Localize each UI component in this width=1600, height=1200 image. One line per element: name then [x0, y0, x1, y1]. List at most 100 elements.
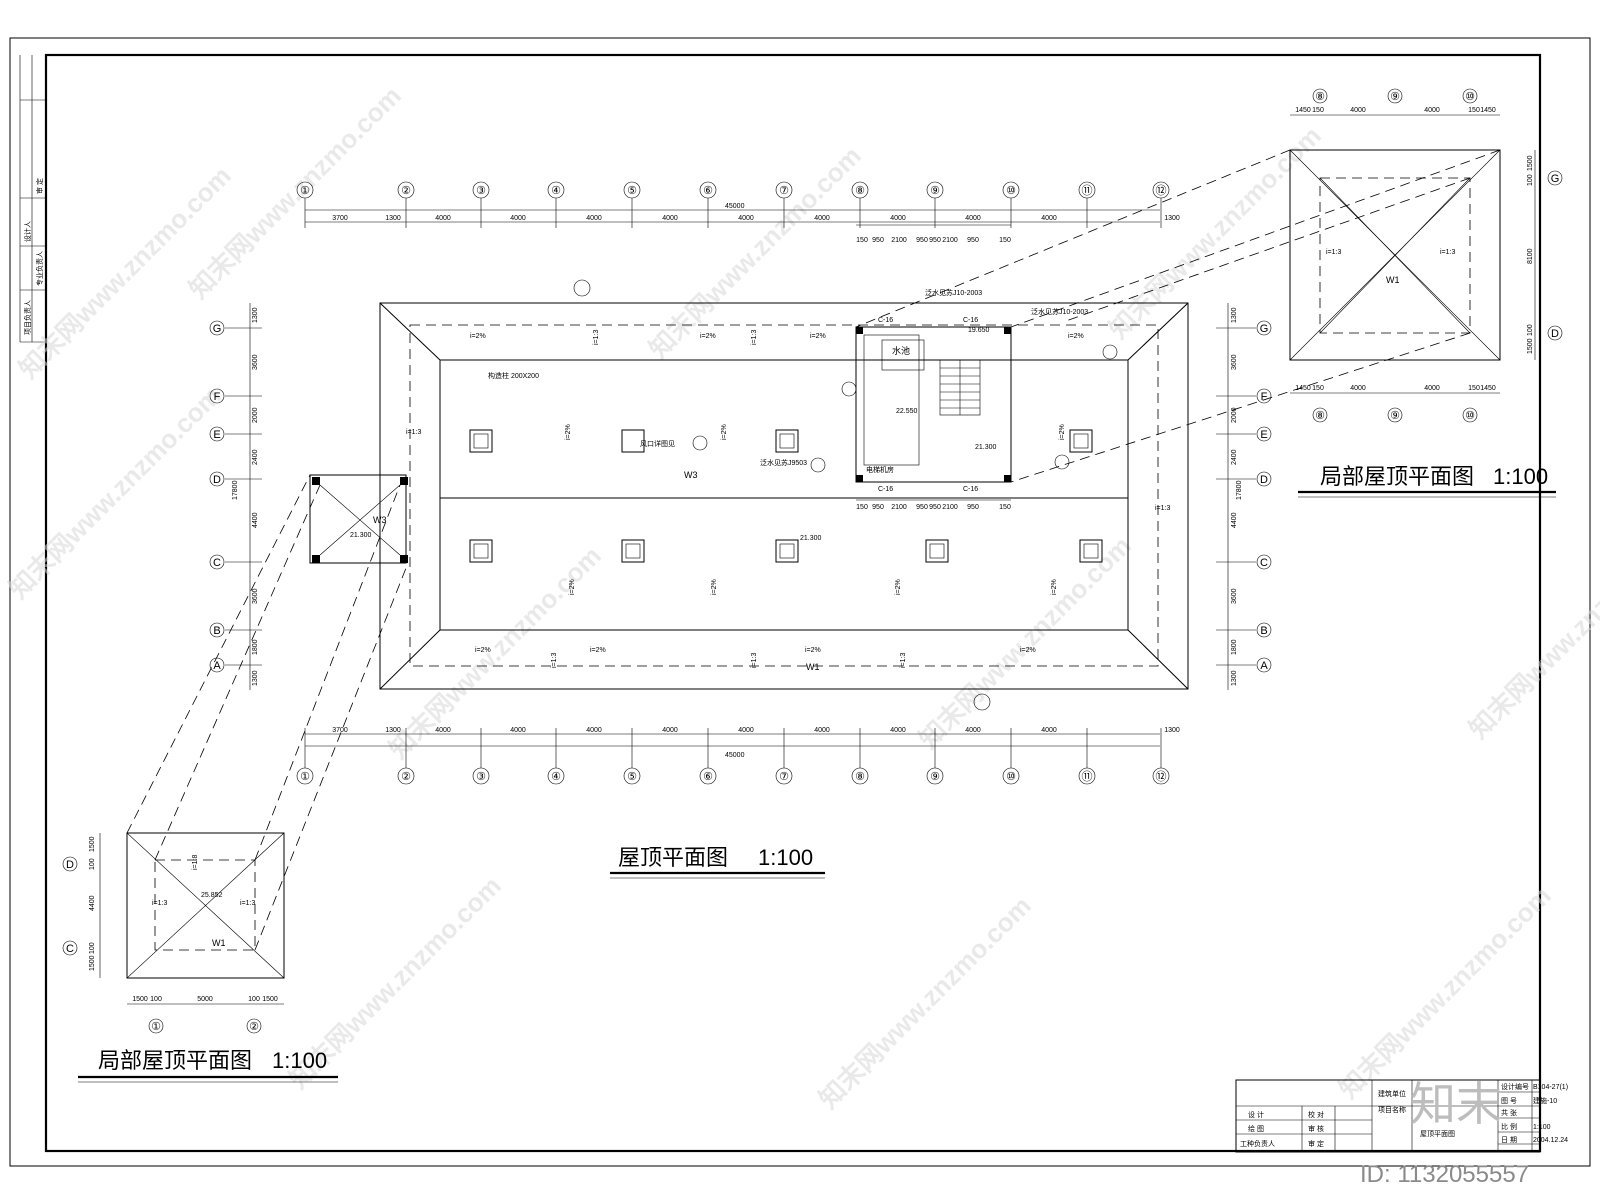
- axis-bubble: [1387, 88, 1403, 104]
- dim-value-top: 4000: [965, 215, 981, 222]
- detail-left-elev: 25.852: [201, 892, 223, 899]
- dim-overall-left: 17800: [232, 480, 239, 500]
- detail-right-title: 局部屋顶平面图: [1320, 464, 1474, 489]
- dim-value-right: 3600: [1231, 588, 1238, 604]
- vent: [775, 429, 799, 453]
- stair-dim-top: 950: [916, 237, 928, 244]
- title-block-check: 校 对: [1308, 1110, 1324, 1119]
- axis-bubble: [209, 554, 225, 570]
- axis-label: ⑩: [1006, 771, 1016, 783]
- side-strip: [19, 55, 46, 343]
- slope-label-1to3: i=1:3: [1155, 505, 1170, 512]
- axis-label: ①: [300, 185, 310, 197]
- section-callout: [573, 279, 591, 297]
- title-block-scale: 1:100: [1533, 1124, 1551, 1131]
- dim-value-top: 4000: [662, 215, 678, 222]
- stair-dim-top: 150: [999, 237, 1011, 244]
- roof-flat-area: [439, 359, 1129, 631]
- detail-left-vdim: 100: [89, 858, 96, 870]
- column-mark: [1004, 327, 1011, 334]
- door-c16-top-right: C-16: [963, 317, 978, 324]
- column-mark: [856, 475, 863, 482]
- title-block-review: 审 核: [1308, 1124, 1324, 1133]
- detail-right-vdim: 1500: [1527, 155, 1534, 171]
- detail-left-slope: i=1:3: [240, 900, 255, 907]
- dim-value-left: 1800: [252, 639, 259, 655]
- axis-bubble: [1256, 657, 1272, 673]
- side-strip-label: 项目负责人: [23, 300, 32, 335]
- detail-right-label: W1: [1386, 275, 1400, 285]
- detail-left-dim: 100: [248, 996, 260, 1003]
- axis-label: ⑨: [1390, 410, 1400, 422]
- sheet-outer-border: [9, 37, 1591, 1167]
- ref-flashing-2: 泛水见苏J9503: [760, 458, 807, 467]
- detail-right-dim: 4000: [1350, 107, 1366, 114]
- slope-label: i=2%: [565, 424, 572, 440]
- dim-value-right: 1800: [1231, 639, 1238, 655]
- detail-right-dim: 4000: [1424, 385, 1440, 392]
- detail-callout: [1054, 454, 1070, 470]
- axis-label: ①: [300, 771, 310, 783]
- vent: [925, 539, 949, 563]
- stair-dim-bottom: 2100: [942, 504, 958, 511]
- slope-label: i=2%: [569, 579, 576, 595]
- axis-label: ⑧: [1315, 410, 1325, 422]
- title-block-scale-label: 比 例: [1501, 1122, 1517, 1131]
- dim-value-bottom: 1300: [1164, 727, 1180, 734]
- slope-label-1to3: i=1:3: [900, 653, 907, 668]
- slope-label: i=2%: [475, 647, 491, 654]
- door-c16-top-left: C-16: [878, 317, 893, 324]
- axis-label: ③: [476, 185, 486, 197]
- roof-type-w3: W3: [684, 470, 698, 480]
- axis-label: B: [1260, 625, 1267, 637]
- axis-label: ⑫: [1156, 770, 1167, 783]
- hip-line: [379, 629, 441, 690]
- axis-label: ⑧: [1315, 91, 1325, 103]
- detail-right-slope: i=1:3: [1440, 249, 1455, 256]
- title-block-sheet-no: 建施-10: [1533, 1096, 1557, 1105]
- stair-dim-top: 2100: [891, 237, 907, 244]
- axis-label: B: [213, 625, 220, 637]
- axis-label: ⑦: [779, 185, 789, 197]
- watermark-layer: 知末网www.znzmo.com 知末网www.znzmo.com 知末网www…: [3, 80, 1600, 1114]
- dim-value-top: 4000: [510, 215, 526, 222]
- roof-type-w1: W1: [806, 662, 820, 672]
- detail-callout: [1102, 344, 1118, 360]
- watermark-text: 知末网www.znzmo.com: [913, 530, 1137, 754]
- door-c16-bottom-left: C-16: [878, 486, 893, 493]
- detail-left-dim: 1500: [262, 996, 278, 1003]
- axis-label: ④: [551, 185, 561, 197]
- dim-value-top: 3700: [332, 215, 348, 222]
- slope-label-1to3: i=1:3: [406, 429, 421, 436]
- detail-right-scale: 1:100: [1493, 464, 1548, 489]
- dim-value-top: 4000: [586, 215, 602, 222]
- watermark-text: 知末网www.znzmo.com: [3, 380, 227, 604]
- stair-dim-bottom: 950: [872, 504, 884, 511]
- axis-bubble: [209, 320, 225, 336]
- hip-line: [1127, 629, 1189, 690]
- slope-label: i=2%: [470, 333, 486, 340]
- title-block-date-label: 日 期: [1501, 1136, 1517, 1144]
- dim-value-bottom: 1300: [385, 727, 401, 734]
- slope-label-1to3: i=1:3: [593, 330, 600, 345]
- axis-label: G: [1260, 323, 1269, 335]
- axis-label: C: [66, 943, 74, 955]
- dim-value-top: 4000: [1041, 215, 1057, 222]
- axis-bubble: [209, 471, 225, 487]
- axis-bubble: [1256, 426, 1272, 442]
- detail-leader-lines: [126, 149, 1501, 951]
- side-strip-label: 专业负责人: [35, 251, 44, 286]
- slope-label: i=2%: [1051, 579, 1058, 595]
- axis-label: ⑩: [1465, 91, 1475, 103]
- axis-label: ②: [401, 771, 411, 783]
- roof-gutter-dashed: [409, 324, 1159, 667]
- detail-callout: [810, 457, 826, 473]
- slope-label: i=2%: [810, 333, 826, 340]
- axis-label: D: [213, 474, 221, 486]
- axis-label: ⑤: [627, 185, 637, 197]
- dim-value-right: 2000: [1231, 407, 1238, 423]
- axis-label: ⑫: [1156, 184, 1167, 197]
- detail-left-title: 局部屋顶平面图: [98, 1048, 252, 1073]
